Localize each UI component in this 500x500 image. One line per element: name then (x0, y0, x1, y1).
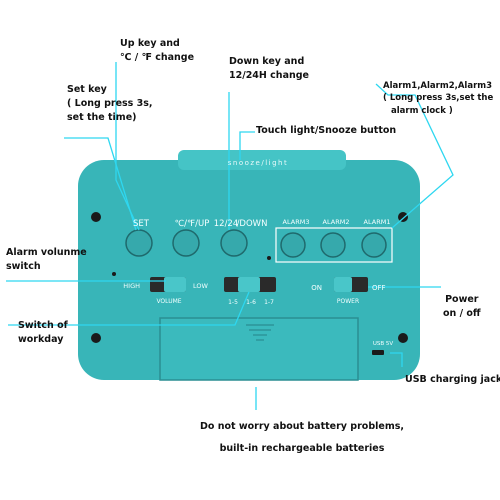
battery-cover (159, 317, 359, 381)
power-switch-knob[interactable] (334, 277, 352, 292)
alarm3-button[interactable] (280, 232, 306, 258)
down-label: /DOWN (237, 219, 268, 229)
workday-option-3: 1-7 (264, 299, 274, 306)
screw-hole (91, 212, 101, 222)
up-key-label: Up key and ℃ / ℉ change (120, 38, 195, 63)
alarm1-label: ALARM1 (364, 218, 391, 226)
volume-caption: VOLUME (156, 298, 181, 305)
1224-label: 12/24 (214, 219, 239, 229)
speaker-hole (112, 272, 116, 276)
usb-jack-label: USB charging jack (405, 374, 500, 385)
power-on-label: ON (311, 284, 322, 292)
leader-lines (6, 62, 454, 410)
screw-hole (398, 212, 408, 222)
screw-hole (91, 333, 101, 343)
screw-hole (398, 333, 408, 343)
down-button[interactable] (220, 229, 248, 257)
set-button[interactable] (125, 229, 153, 257)
battery-cover-ridges (246, 324, 274, 341)
volume-low-label: LOW (193, 282, 209, 290)
alarm2-button[interactable] (320, 232, 346, 258)
alarm2-label: ALARM2 (323, 218, 350, 226)
power-off-label: OFF (372, 284, 386, 292)
up-label: ℃/℉/UP (175, 219, 210, 229)
power-label: Power on / off (443, 294, 481, 319)
workday-option-2: 1-6 (246, 299, 256, 306)
volume-high-label: HIGH (123, 282, 140, 290)
usb-caption: USB 5V (373, 341, 394, 347)
usb-port (372, 350, 384, 355)
top-snooze-bar (178, 150, 346, 170)
volume-switch-knob[interactable] (164, 277, 186, 292)
battery-label: Do not worry about battery problems, bui… (200, 421, 404, 454)
alarm-volume-label: Alarm volunme switch (6, 247, 87, 272)
indicator-dot (267, 256, 271, 260)
workday-label: Switch of workday (18, 320, 68, 345)
set-label: SET (133, 219, 150, 229)
top-bar-text: snooze/light (228, 159, 289, 167)
power-caption: POWER (337, 298, 359, 305)
workday-switch-knob[interactable] (238, 277, 260, 292)
touch-light-label: Touch light/Snooze button (256, 125, 397, 136)
alarm1-button[interactable] (361, 232, 387, 258)
alarm-keys-label: Alarm1,Alarm2,Alarm3 ( Long press 3s,set… (383, 81, 494, 116)
down-key-label: Down key and 12/24H change (229, 56, 309, 81)
set-key-label: Set key ( Long press 3s, set the time) (67, 84, 153, 123)
up-button[interactable] (172, 229, 200, 257)
alarm-button-group (275, 227, 393, 263)
workday-option-1: 1-5 (228, 299, 238, 306)
alarm3-label: ALARM3 (283, 218, 310, 226)
